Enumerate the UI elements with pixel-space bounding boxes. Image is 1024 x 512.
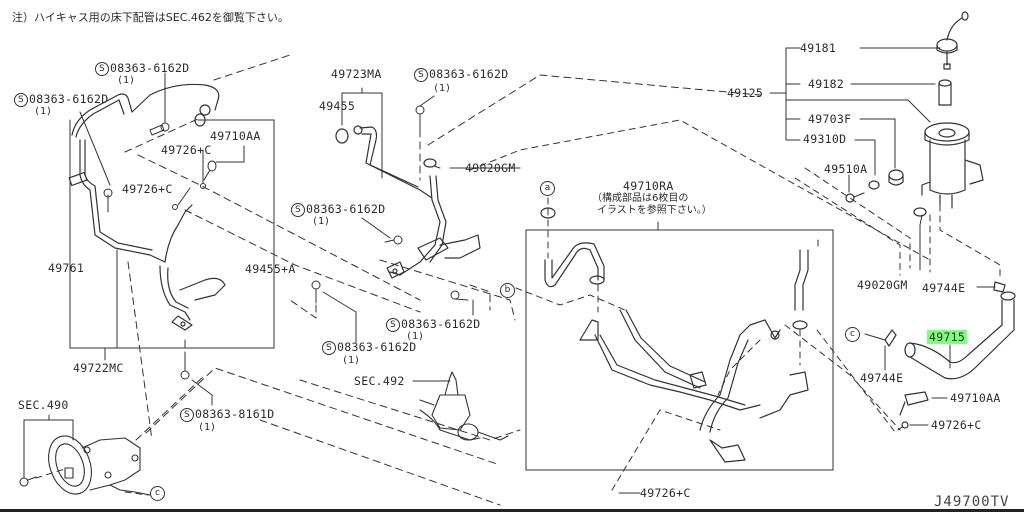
standard-part-icon: S <box>14 93 28 107</box>
quantity-label: (1) <box>406 331 425 342</box>
misc-dashed <box>469 119 931 261</box>
center-leaders <box>191 95 474 406</box>
sub-assembly-note-line1: （構成部品は6枚目の <box>592 193 689 204</box>
sub-assembly-dashed <box>515 197 901 491</box>
part-label-49510A[interactable]: 49510A <box>824 162 868 176</box>
standard-part-icon: S <box>95 62 109 76</box>
center-group-bracket <box>341 87 521 179</box>
part-label-49722MC[interactable]: 49722MC <box>73 361 124 375</box>
right-group-bracket <box>769 47 941 193</box>
part-label-49726C[interactable]: 49726+C <box>161 143 212 157</box>
part-label-49723MA[interactable]: 49723MA <box>331 67 382 81</box>
center-bolts <box>180 105 469 380</box>
power-steering-pump <box>19 435 151 496</box>
standard-part-icon: S <box>322 341 336 355</box>
quantity-label: (1) <box>312 216 331 227</box>
diagram-note: 注）ハイキャス用の床下配管はSEC.462を御覧下さい。 <box>12 11 289 24</box>
standard-part-icon: S <box>291 203 305 217</box>
part-label-49181[interactable]: 49181 <box>800 41 837 55</box>
sub-assembly-box <box>525 221 834 471</box>
part-label-49455A[interactable]: 49455+A <box>245 262 296 276</box>
part-label-49703F[interactable]: 49703F <box>808 112 852 126</box>
standard-part-icon: S <box>386 318 400 332</box>
bottom-border <box>0 509 1024 512</box>
ref-marker-c: c <box>845 327 860 342</box>
standard-part-icon: S <box>180 408 194 422</box>
section-ref-sec490[interactable]: SEC.490 <box>18 398 69 412</box>
quantity-label: (1) <box>34 106 53 117</box>
part-label-49744E[interactable]: 49744E <box>860 371 904 385</box>
sub-assembly-note-line2: イラストを参照下さい。） <box>597 205 712 216</box>
left-bolts <box>103 122 217 213</box>
ref-marker-a: a <box>540 181 555 196</box>
ref-marker-c: c <box>150 486 165 501</box>
part-label-49710RA[interactable]: 49710RA <box>623 179 674 193</box>
part-label-49726C[interactable]: 49726+C <box>640 486 691 500</box>
sub-assembly-hoses <box>540 207 809 463</box>
highlighted-part-number: 49715 <box>927 330 968 344</box>
part-label-49182[interactable]: 49182 <box>808 77 845 91</box>
right-dashed-guides <box>794 167 1001 433</box>
ref-marker-b: b <box>500 283 515 298</box>
part-label-49710AA[interactable]: 49710AA <box>950 391 1001 405</box>
part-label-49715-highlighted[interactable]: 49715 <box>927 330 968 344</box>
reservoir-parts <box>845 11 984 217</box>
diagram-code: J49700TV <box>934 494 1010 510</box>
section-ref-sec492[interactable]: SEC.492 <box>354 374 405 388</box>
right-leaders <box>618 214 996 494</box>
quantity-label: (1) <box>198 422 217 433</box>
left-leaders <box>79 72 275 206</box>
standard-part-icon: S <box>414 68 428 82</box>
left-pipe-assembly <box>68 83 226 331</box>
part-label-49020GM[interactable]: 49020GM <box>857 278 908 292</box>
part-label-49744E[interactable]: 49744E <box>922 281 966 295</box>
center-pipe-assembly <box>335 125 481 279</box>
sec490-bracket <box>23 414 74 479</box>
left-dashed-guides <box>124 54 501 466</box>
quantity-label: (1) <box>433 83 452 94</box>
part-label-49020GM[interactable]: 49020GM <box>465 161 516 175</box>
part-label-49761[interactable]: 49761 <box>48 261 85 275</box>
left-group-bracket <box>69 119 275 361</box>
part-label-49455[interactable]: 49455 <box>319 99 356 113</box>
part-label-49310D[interactable]: 49310D <box>803 132 847 146</box>
steering-gear-sec492 <box>419 371 509 441</box>
quantity-label: (1) <box>342 355 361 366</box>
part-label-49125[interactable]: 49125 <box>727 86 764 100</box>
pump-dashed-guides <box>35 467 149 496</box>
quantity-label: (1) <box>117 75 136 86</box>
part-label-49726C[interactable]: 49726+C <box>122 182 173 196</box>
right-hose-49715 <box>884 281 1016 429</box>
part-label-49726C[interactable]: 49726+C <box>931 418 982 432</box>
center-dashed-guides <box>259 74 761 506</box>
part-label-49710AA[interactable]: 49710AA <box>210 129 261 143</box>
